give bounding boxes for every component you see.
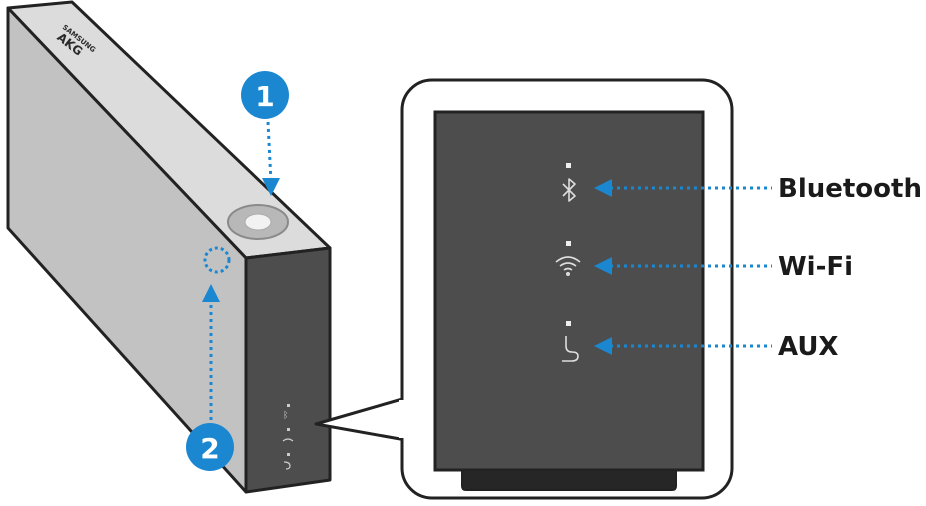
callout-1-number: 1: [255, 80, 274, 113]
wifi-pointer: [594, 257, 772, 275]
label-aux: AUX: [778, 332, 838, 362]
top-button[interactable]: [227, 204, 289, 240]
aux-indicator: [562, 321, 579, 362]
panel-small-icons: ᛒ: [282, 404, 294, 470]
bluetooth-icon: [562, 178, 576, 202]
zoomed-panel-base: [461, 469, 677, 491]
callout-2: 2: [186, 284, 234, 471]
wifi-icon: [555, 256, 581, 276]
svg-text:ᛒ: ᛒ: [283, 410, 288, 421]
aux-icon: [562, 336, 579, 362]
callout-1: 1: [241, 71, 289, 196]
label-wifi: Wi-Fi: [778, 252, 853, 282]
bluetooth-pointer: [594, 179, 772, 197]
callout-2-number: 2: [200, 432, 219, 465]
speaker-front-panel: [244, 246, 332, 494]
zoomed-front-panel: [433, 110, 705, 472]
label-bluetooth: Bluetooth: [778, 174, 922, 204]
side-button-marker: [203, 246, 231, 274]
aux-pointer: [594, 337, 772, 355]
bluetooth-indicator: [562, 163, 576, 202]
wifi-indicator: [555, 241, 581, 276]
